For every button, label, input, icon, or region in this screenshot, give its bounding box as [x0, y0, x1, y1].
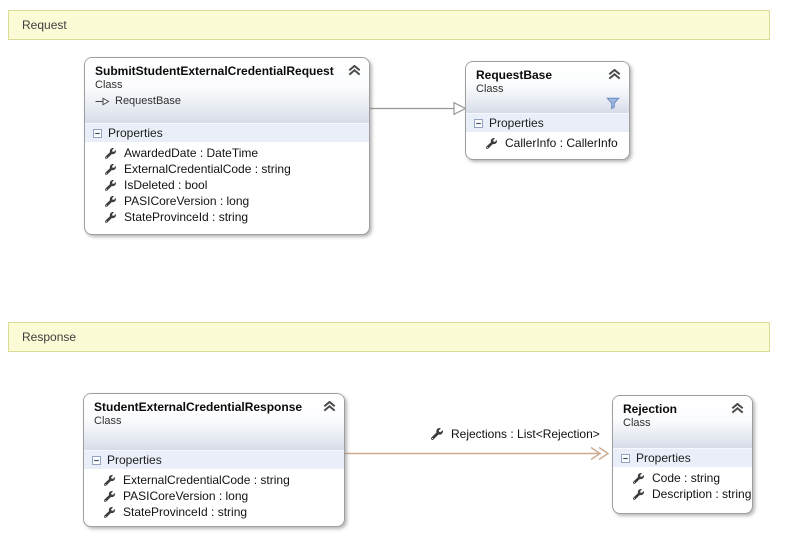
class-title: Rejection — [623, 402, 678, 416]
properties-section-header[interactable]: Properties — [466, 113, 629, 132]
properties-section-label: Properties — [489, 116, 544, 130]
properties-section-header[interactable]: Properties — [84, 450, 344, 469]
class-title: StudentExternalCredentialResponse — [94, 400, 303, 414]
property-row[interactable]: PASICoreVersion : long — [85, 193, 369, 209]
property-wrench-icon — [486, 138, 497, 149]
property-row[interactable]: Description : string — [613, 486, 752, 502]
property-row[interactable]: IsDeleted : bool — [85, 177, 369, 193]
property-wrench-icon — [105, 180, 116, 191]
inheritance-connector[interactable] — [370, 98, 467, 119]
property-row[interactable]: ExternalCredentialCode : string — [85, 161, 369, 177]
properties-section-header[interactable]: Properties — [85, 123, 369, 142]
property-list: Code : string Description : string — [613, 467, 752, 502]
property-wrench-icon — [431, 428, 443, 440]
property-list: CallerInfo : CallerInfo — [466, 132, 629, 151]
property-wrench-icon — [633, 473, 644, 484]
property-row[interactable]: Code : string — [613, 470, 752, 486]
property-text: PASICoreVersion : long — [124, 194, 250, 208]
association-connector[interactable] — [345, 446, 612, 462]
collapse-chevron-icon[interactable] — [348, 65, 361, 76]
property-text: StateProvinceId : string — [124, 210, 249, 224]
property-text: ExternalCredentialCode : string — [123, 473, 290, 487]
class-header[interactable]: Rejection Class — [613, 396, 752, 448]
swimlane-response-banner[interactable]: Response — [8, 322, 770, 352]
swimlane-response-label: Response — [22, 330, 77, 344]
association-label-text: Rejections : List<Rejection> — [451, 427, 600, 441]
properties-section-label: Properties — [636, 451, 691, 465]
class-title: RequestBase — [476, 68, 553, 82]
property-wrench-icon — [105, 196, 116, 207]
property-text: Code : string — [652, 471, 721, 485]
class-box-student-external-credential-response[interactable]: StudentExternalCredentialResponse Class … — [83, 393, 345, 527]
property-wrench-icon — [105, 164, 116, 175]
class-stereotype: Class — [94, 415, 122, 427]
section-collapse-icon[interactable] — [474, 119, 483, 128]
property-list: AwardedDate : DateTime ExternalCredentia… — [85, 142, 369, 225]
class-header[interactable]: SubmitStudentExternalCredentialRequest C… — [85, 58, 369, 123]
properties-section-label: Properties — [108, 126, 163, 140]
class-header[interactable]: StudentExternalCredentialResponse Class — [84, 394, 344, 450]
properties-section-header[interactable]: Properties — [613, 448, 752, 467]
property-text: IsDeleted : bool — [124, 178, 208, 192]
property-wrench-icon — [105, 148, 116, 159]
filter-icon[interactable] — [606, 97, 620, 110]
section-collapse-icon[interactable] — [92, 456, 101, 465]
base-type-label: RequestBase — [115, 95, 182, 107]
property-wrench-icon — [104, 475, 115, 486]
class-box-rejection[interactable]: Rejection Class Properties Code : string… — [612, 395, 753, 514]
class-stereotype: Class — [623, 417, 651, 429]
property-text: Description : string — [652, 487, 752, 501]
property-row[interactable]: StateProvinceId : string — [85, 209, 369, 225]
property-text: AwardedDate : DateTime — [124, 146, 259, 160]
collapse-chevron-icon[interactable] — [323, 401, 336, 412]
section-collapse-icon[interactable] — [621, 454, 630, 463]
property-row[interactable]: CallerInfo : CallerInfo — [466, 135, 629, 151]
property-wrench-icon — [105, 212, 116, 223]
property-row[interactable]: PASICoreVersion : long — [84, 488, 344, 504]
class-title: SubmitStudentExternalCredentialRequest — [95, 64, 334, 78]
swimlane-request-label: Request — [22, 18, 67, 32]
collapse-chevron-icon[interactable] — [608, 69, 621, 80]
section-collapse-icon[interactable] — [93, 129, 102, 138]
class-header[interactable]: RequestBase Class — [466, 62, 629, 113]
swimlane-request-banner[interactable]: Request — [8, 10, 770, 40]
property-row[interactable]: ExternalCredentialCode : string — [84, 472, 344, 488]
properties-section-label: Properties — [107, 453, 162, 467]
property-text: PASICoreVersion : long — [123, 489, 249, 503]
property-text: StateProvinceId : string — [123, 505, 248, 519]
property-text: CallerInfo : CallerInfo — [505, 136, 618, 150]
property-row[interactable]: AwardedDate : DateTime — [85, 145, 369, 161]
collapse-chevron-icon[interactable] — [731, 403, 744, 414]
property-text: ExternalCredentialCode : string — [124, 162, 291, 176]
base-type-row: RequestBase — [95, 95, 360, 107]
property-list: ExternalCredentialCode : string PASICore… — [84, 469, 344, 520]
inheritance-glyph-icon — [95, 97, 110, 106]
property-wrench-icon — [633, 489, 644, 500]
property-wrench-icon — [104, 507, 115, 518]
property-row[interactable]: StateProvinceId : string — [84, 504, 344, 520]
class-box-submit-student-external-credential-request[interactable]: SubmitStudentExternalCredentialRequest C… — [84, 57, 370, 235]
class-stereotype: Class — [95, 79, 123, 91]
class-box-request-base[interactable]: RequestBase Class Properties CallerInfo … — [465, 61, 630, 160]
association-label[interactable]: Rejections : List<Rejection> — [431, 427, 600, 441]
property-wrench-icon — [104, 491, 115, 502]
class-stereotype: Class — [476, 83, 504, 95]
